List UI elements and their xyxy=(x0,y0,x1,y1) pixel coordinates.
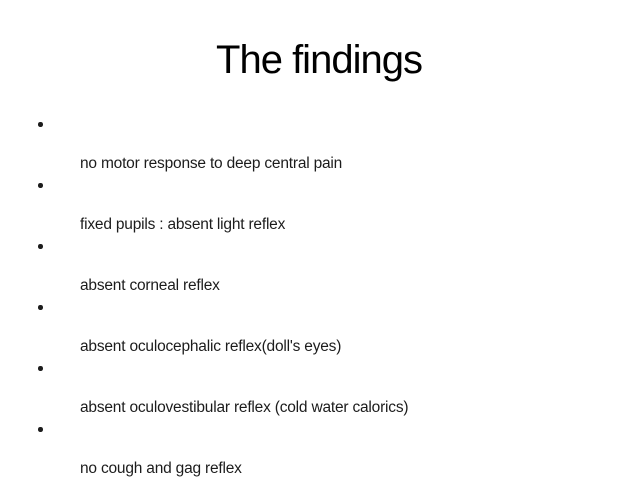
bullet-icon xyxy=(38,122,43,127)
bullet-text: no motor response to deep central pain xyxy=(80,155,343,172)
findings-list: no motor response to deep central pain f… xyxy=(0,114,634,478)
bullet-icon xyxy=(38,366,43,371)
bullet-icon xyxy=(38,244,43,249)
list-item: no cough and gag reflex xyxy=(0,419,634,478)
list-item: absent oculocephalic reflex(doll's eyes) xyxy=(0,297,634,357)
bullet-icon xyxy=(38,427,43,432)
bullet-text: absent oculocephalic reflex(doll's eyes) xyxy=(80,338,342,355)
bullet-text: fixed pupils : absent light reflex xyxy=(80,216,286,233)
slide-title: The findings xyxy=(216,38,423,82)
list-item: no motor response to deep central pain xyxy=(0,114,634,174)
bullet-text: no cough and gag reflex xyxy=(80,460,242,477)
list-item: absent corneal reflex xyxy=(0,236,634,296)
bullet-text: absent oculovestibular reflex (cold wate… xyxy=(80,399,409,416)
bullet-text: absent corneal reflex xyxy=(80,277,220,294)
list-item: absent oculovestibular reflex (cold wate… xyxy=(0,358,634,418)
bullet-icon xyxy=(38,305,43,310)
list-item: fixed pupils : absent light reflex xyxy=(0,175,634,235)
bullet-icon xyxy=(38,183,43,188)
